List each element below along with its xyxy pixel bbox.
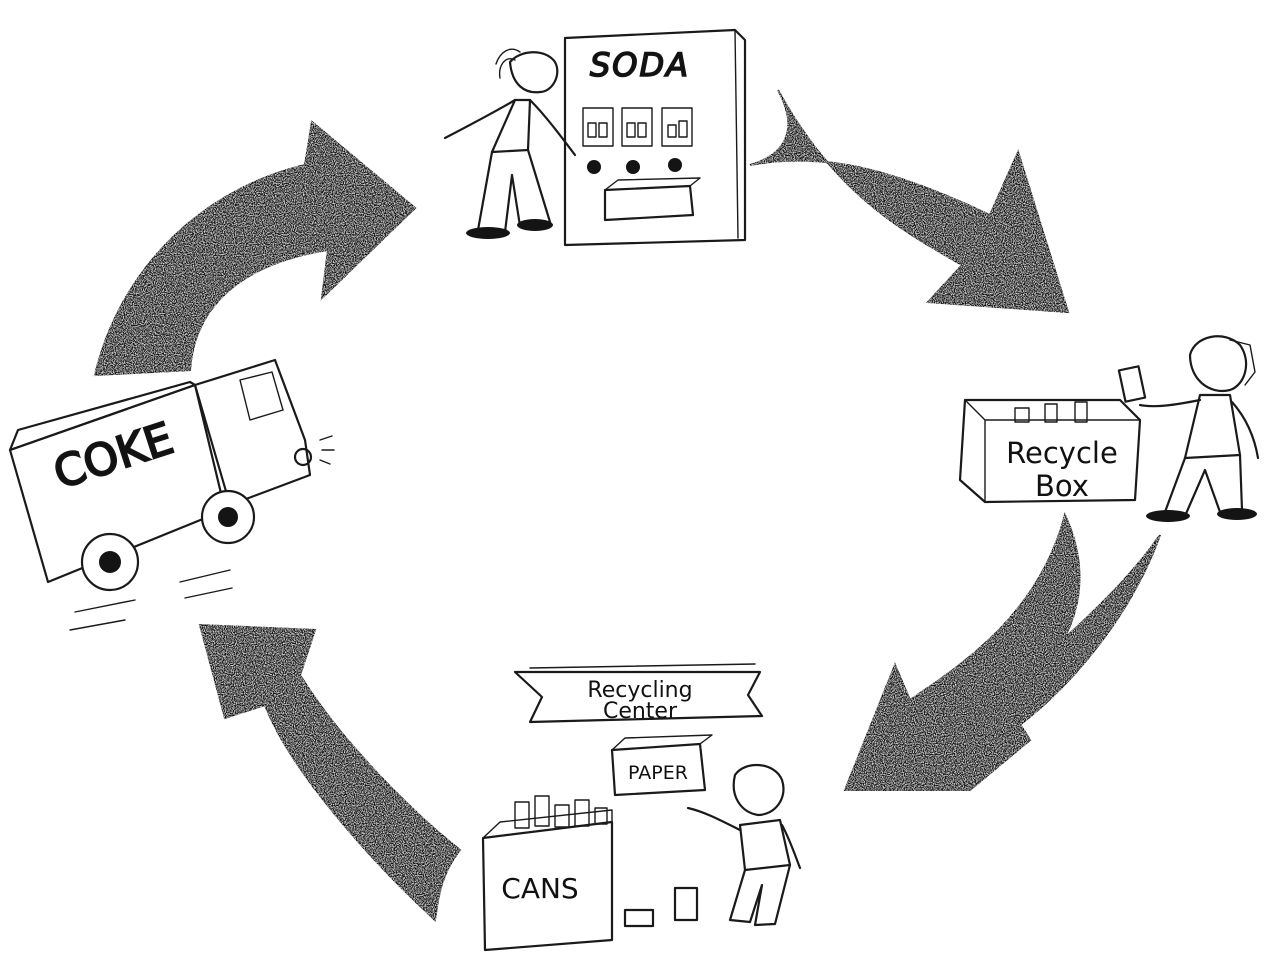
arrow-recycle-box-to-center <box>843 512 1161 791</box>
paper-bin-label: PAPER <box>628 762 688 784</box>
arrow-vending-to-recycle-box <box>749 89 1070 314</box>
recycle-box-scene: Recycle Box <box>958 335 1260 522</box>
wheel-icon <box>80 489 256 592</box>
recycle-box-label-2: Box <box>1035 469 1089 503</box>
arrow-truck-to-vending <box>93 120 417 377</box>
truck-scene: COKE <box>8 358 335 631</box>
person-at-recycle-box <box>1117 335 1260 522</box>
can-icon <box>1014 401 1088 423</box>
truck-cab <box>193 358 312 507</box>
center-banner-line-2: Center <box>603 699 678 724</box>
center-banner-line-1: Recycling <box>587 678 692 703</box>
cans-bin-label: CANS <box>501 872 578 905</box>
vending-sign: SODA <box>590 46 690 84</box>
cans-pile-icon <box>514 795 608 829</box>
soda-can-icon <box>587 120 688 138</box>
recycle-box-label-1: Recycle <box>1006 436 1118 470</box>
arrow-center-to-truck <box>198 623 462 923</box>
person-at-vending <box>443 48 577 239</box>
recycling-center-scene: Recycling Center PAPER CANS <box>481 663 802 952</box>
center-banner <box>513 670 764 724</box>
person-at-center <box>623 763 802 928</box>
vending-scene: SODA <box>443 28 747 247</box>
